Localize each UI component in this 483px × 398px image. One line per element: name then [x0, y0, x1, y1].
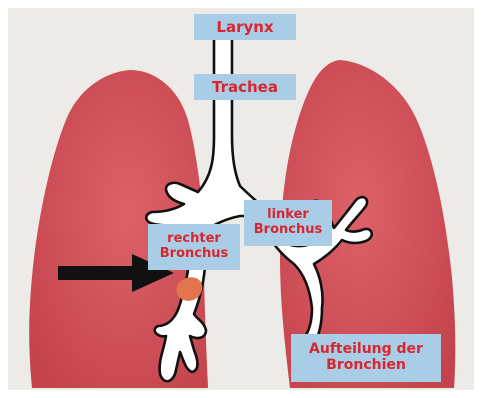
label-left-bronchus: linker Bronchus [244, 200, 332, 246]
label-right-bronchus-line1: rechter [167, 232, 221, 247]
label-larynx-text: Larynx [216, 19, 273, 36]
label-trachea-text: Trachea [212, 79, 278, 96]
label-bronchial-branching-line2: Bronchien [326, 358, 406, 374]
label-left-bronchus-line2: Bronchus [254, 223, 322, 238]
lung-illustration [8, 8, 474, 390]
label-larynx: Larynx [194, 14, 296, 40]
lung-diagram: Larynx Trachea linker Bronchus rechter B… [8, 8, 474, 390]
label-right-bronchus-line2: Bronchus [160, 247, 228, 262]
label-left-bronchus-line1: linker [267, 208, 309, 223]
label-bronchial-branching: Aufteilung der Bronchien [291, 334, 441, 382]
label-bronchial-branching-line1: Aufteilung der [309, 342, 423, 358]
label-right-bronchus: rechter Bronchus [148, 224, 240, 270]
label-trachea: Trachea [194, 74, 296, 100]
